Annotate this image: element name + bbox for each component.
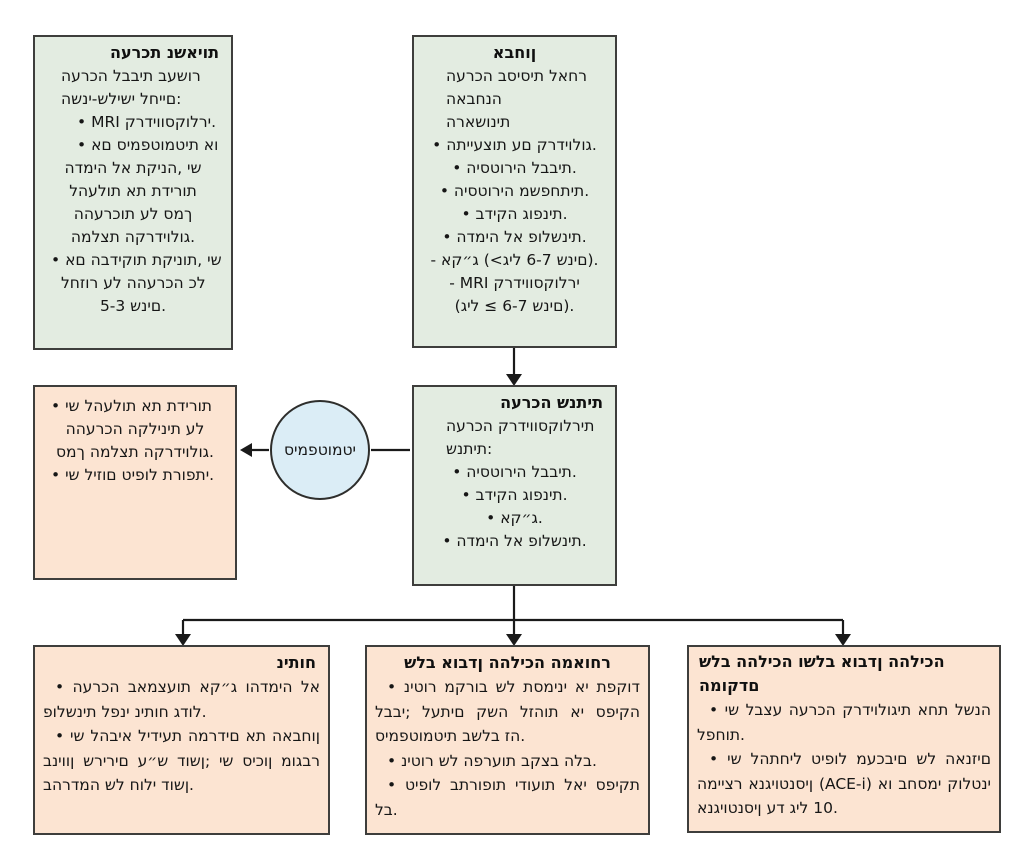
late-ambulatory-bullet: ניטור של הפרעות בקצב הלב. <box>375 749 640 774</box>
carrier-evaluation-box: הערכת נשאיות הערכה לבבית בעשור השני-שליש… <box>33 35 233 350</box>
clinical-note-line: סמך המלצת הקרדיולוג. <box>56 443 214 461</box>
carrier-line: המלצת הקרדיולוג. <box>70 228 196 246</box>
diagnosis-line: הערכה בסיסית לאחר <box>446 67 587 85</box>
annual-line: • הדמיה לא פולשנית. <box>442 532 587 550</box>
clinical-note-box: • יש להעלות את תדירות ההערכה הקלינית על … <box>33 385 237 580</box>
surgery-bullet: יש להביא לידיעת המרדים את האבחון בניוון … <box>43 724 320 798</box>
diagnosis-line: (גיל ≤ 6-7 שנים). <box>454 297 575 315</box>
late-ambulatory-box: שלב אובדן ההליכה המאוחר ניטור מקרוב של ת… <box>365 645 650 835</box>
symptomatic-label: סימפטומטי <box>283 441 357 459</box>
carrier-evaluation-title: הערכת נשאיות <box>109 43 219 62</box>
annual-line: שנתית: <box>446 440 493 458</box>
diagnosis-title: אבחון <box>492 43 537 62</box>
carrier-line: לחזור על ההערכה כל <box>61 274 206 292</box>
diagnosis-line: • התייעצות עם קרדיולוג. <box>432 136 597 154</box>
surgery-box: ניתוח הערכה באמצעות אק״ג והדמיה לא פולשנ… <box>33 645 330 835</box>
arrowhead-note <box>240 443 252 457</box>
symptomatic-circle: סימפטומטי <box>270 400 370 500</box>
annual-line: • אק״ג. <box>486 509 543 527</box>
late-ambulatory-bullet: ניטור מקרוב של תסמיני אי תפקוד לבבי; לעת… <box>375 675 640 749</box>
surgery-bullet: הערכה באמצעות אק״ג והדמיה לא פולשנית לפנ… <box>43 675 320 724</box>
diagnosis-line: - MRI קרדיווסקולרי <box>449 274 580 292</box>
carrier-line: • MRI קרדיווסקולרי. <box>77 113 217 131</box>
diagnosis-line: • בדיקה גופנית. <box>461 205 568 223</box>
carrier-line: • אם הבדיקות תקינות, יש <box>51 251 222 269</box>
clinical-note-line: • יש ליזום טיפול תרופתי. <box>51 466 215 484</box>
early-ambulatory-title: שלב ההליכה ושלב אובדן ההליכה המוקדם <box>699 652 945 695</box>
carrier-line: ההערכות על סמך <box>73 205 193 223</box>
annual-evaluation-title: הערכה שנתית <box>500 393 603 412</box>
carrier-line: להעלות את תדירות <box>69 182 197 200</box>
diagnosis-line: - אק״ג (<גיל 6-7 שנים). <box>430 251 599 269</box>
diagnosis-line: האבחנה <box>446 90 502 108</box>
late-ambulatory-title: שלב אובדן ההליכה המאוחר <box>404 653 611 672</box>
diagnosis-box: אבחון הערכה בסיסית לאחר האבחנה הראשונית … <box>412 35 617 348</box>
annual-evaluation-box: הערכה שנתית הערכה קרדיווסקולרית שנתית: •… <box>412 385 617 586</box>
carrier-line: 5-3 שנים. <box>99 297 167 315</box>
diagnosis-line: • היסטוריה משפחתית. <box>439 182 590 200</box>
carrier-line: הערכה לבבית בעשור <box>61 67 201 85</box>
early-ambulatory-bullet: יש לבצע הערכה קרדיולוגית אחת לשנה לפחות. <box>697 698 991 747</box>
annual-line: • היסטוריה לבבית. <box>452 463 577 481</box>
annual-line: הערכה קרדיווסקולרית <box>446 417 595 435</box>
diagnosis-line: • היסטוריה לבבית. <box>452 159 577 177</box>
diagnosis-line: הראשונית <box>446 113 511 131</box>
carrier-line: הדמיה לא תקינה, יש <box>64 159 202 177</box>
clinical-note-line: ההערכה הקלינית על <box>65 420 205 438</box>
early-ambulatory-box: שלב ההליכה ושלב אובדן ההליכה המוקדם יש ל… <box>687 645 1001 833</box>
surgery-title: ניתוח <box>276 653 316 672</box>
carrier-line: השני-שלישי לחיים: <box>61 90 182 108</box>
carrier-line: • אם סימפטומטית או <box>77 136 219 154</box>
early-ambulatory-bullet: יש להתחיל טיפול מעכבים של האנזים המייצר … <box>697 747 991 821</box>
diagnosis-line: • הדמיה לא פולשנית. <box>442 228 587 246</box>
clinical-note-line: • יש להעלות את תדירות <box>51 397 212 415</box>
late-ambulatory-bullet: טיפול בתרופות ידועות לאי ספיקת לב. <box>375 773 640 822</box>
annual-line: • בדיקה גופנית. <box>461 486 568 504</box>
